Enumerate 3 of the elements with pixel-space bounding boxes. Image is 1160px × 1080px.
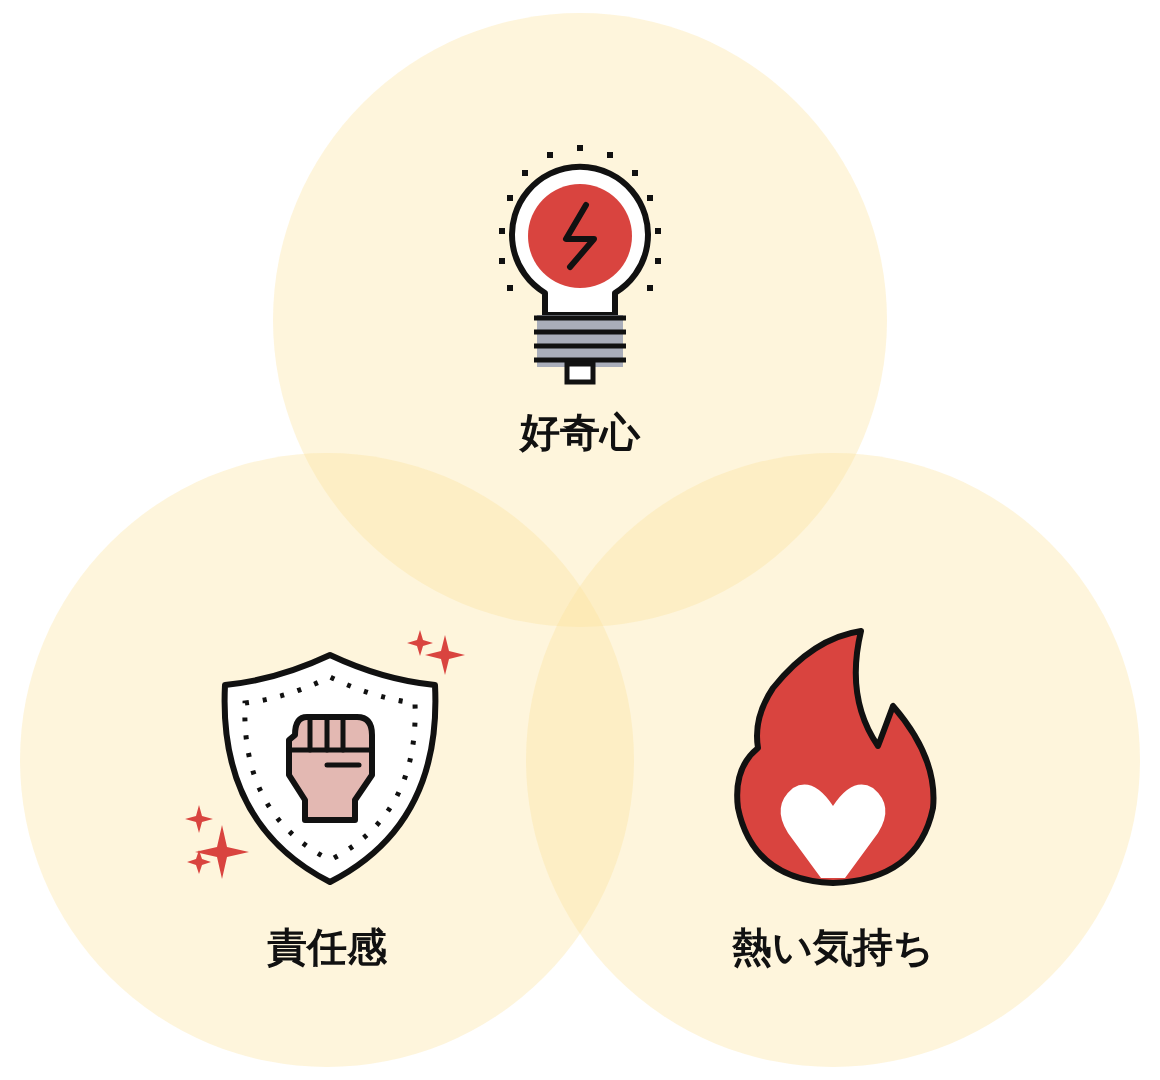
circle-label: 熱い気持ち: [732, 925, 934, 969]
circle-label: 好奇心: [520, 410, 640, 454]
circle-label: 責任感: [267, 925, 387, 969]
